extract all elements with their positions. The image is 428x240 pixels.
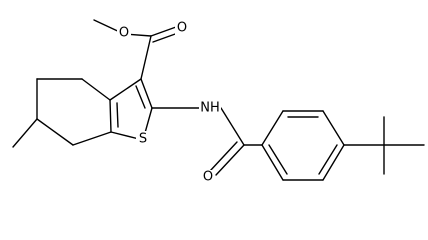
bond-c3-c2-inner (135, 85, 146, 109)
atom-label-amide-o: O (203, 170, 213, 185)
bond-amide-c-o (215, 144, 245, 176)
bond-ar4-ar5 (322, 144, 345, 181)
bond-c6-c7 (36, 118, 74, 146)
atom-label-ester-carbonyl-o: O (177, 21, 187, 36)
bond-ar6-ar1 (261, 144, 284, 181)
atom-labels: O O S NH O (117, 21, 221, 185)
bond-carbonyl-c-o-2 (152, 32, 179, 43)
bond-carbonyl-c-c3 (140, 35, 152, 80)
bond-c3a-c3 (109, 78, 142, 101)
bond-c7a-c3a-inner (116, 102, 119, 128)
bond-ar6-ar1-inner (268, 144, 288, 175)
bond-nh-amide-c (220, 107, 245, 146)
bonds (12, 19, 425, 181)
bond-c7a-c3a (109, 99, 112, 133)
bond-ar4-ar5-inner (318, 144, 338, 175)
bond-ar1-ar2 (261, 110, 284, 146)
atom-label-ester-ether-o: O (119, 26, 129, 41)
bond-c3-c2 (140, 78, 153, 109)
atom-label-amide-nh: NH (200, 101, 220, 116)
bond-amide-c-o-inner (209, 141, 238, 172)
bond-ar3-ar4 (322, 110, 345, 146)
molecule-structure: O O S NH O (12, 19, 425, 185)
bond-c3a-c4 (81, 78, 111, 101)
bond-c6-methyl (12, 118, 38, 148)
atom-label-thiophene-s: S (139, 132, 147, 147)
bond-c7-c7a (72, 131, 112, 146)
bond-carbonyl-c-o-1 (150, 26, 177, 37)
